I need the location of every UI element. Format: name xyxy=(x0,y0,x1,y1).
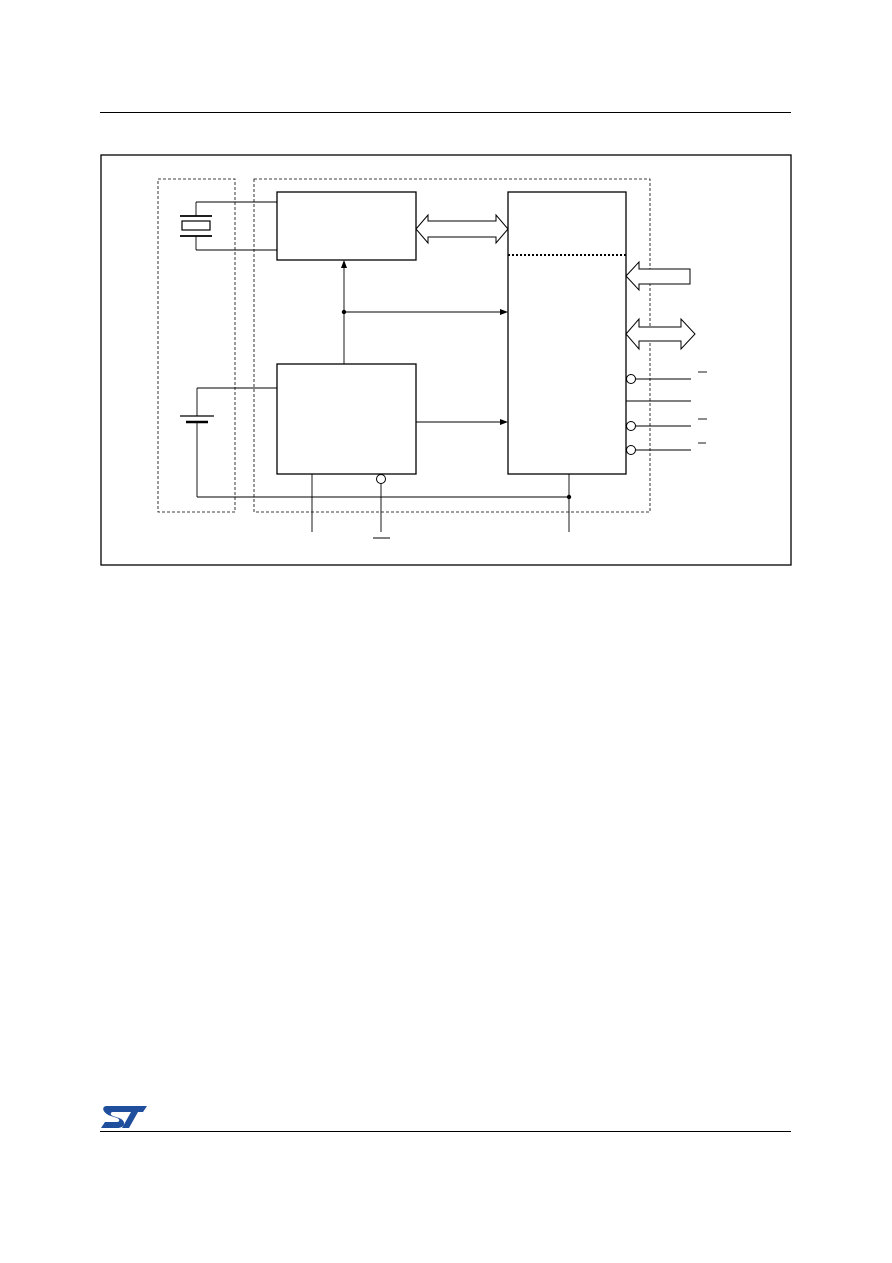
input-bus-arrow xyxy=(625,260,691,292)
inverted-pin-power-block xyxy=(376,474,386,484)
st-logo xyxy=(101,1106,147,1128)
rail-junction-dot xyxy=(566,494,572,500)
control-pin-3 xyxy=(626,418,707,431)
battery-symbol xyxy=(180,387,277,497)
figure-frame xyxy=(100,154,792,566)
external-components-outline xyxy=(157,178,236,513)
crystal-symbol xyxy=(180,201,277,251)
control-pin-4 xyxy=(626,442,706,455)
power-control-block xyxy=(276,363,417,475)
junction-to-sram-arrowhead xyxy=(500,309,508,315)
data-bus-arrow xyxy=(625,317,696,351)
power-to-sram-arrowhead xyxy=(500,419,508,425)
device-outline xyxy=(253,178,651,513)
control-pin-1 xyxy=(626,371,707,384)
bus-arrow-osc-sram xyxy=(415,213,509,245)
power-to-osc-arrowhead xyxy=(341,260,347,268)
oscillator-block xyxy=(276,191,417,261)
sram-array-block xyxy=(507,191,627,475)
